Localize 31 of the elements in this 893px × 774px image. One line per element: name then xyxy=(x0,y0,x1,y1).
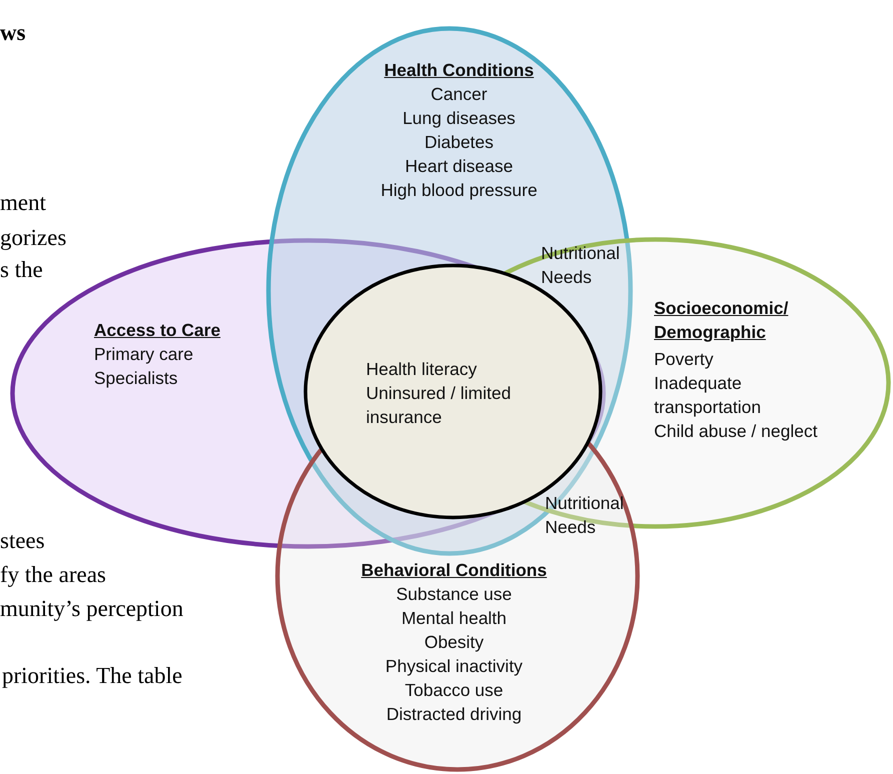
list-item: Specialists xyxy=(94,367,178,390)
list-item: Primary care xyxy=(94,343,194,366)
category-heading: Access to Care xyxy=(94,319,220,342)
list-item: Physical inactivity xyxy=(385,655,523,678)
list-item: High blood pressure xyxy=(380,179,538,202)
text-fragment: fy the areas xyxy=(0,561,106,589)
list-item: Distracted driving xyxy=(386,703,522,726)
list-item: Health literacy xyxy=(366,358,477,381)
text-fragment: priorities. The table xyxy=(2,662,182,690)
text-fragment: gorizes xyxy=(0,224,66,252)
overlap-label: Nutritional Needs xyxy=(545,492,625,539)
list-item: Obesity xyxy=(424,631,484,654)
list-item: Inadequate transportation xyxy=(654,372,762,419)
list-item: Diabetes xyxy=(424,131,494,154)
text-fragment: s the xyxy=(0,256,43,284)
list-item: Substance use xyxy=(396,583,512,606)
text-fragment: ws xyxy=(0,19,26,47)
text-fragment: munity’s perception xyxy=(0,595,184,623)
list-item: Mental health xyxy=(401,607,507,630)
list-item: Lung diseases xyxy=(402,107,516,130)
list-item: Tobacco use xyxy=(404,679,504,702)
text-fragment: ment xyxy=(0,189,46,217)
list-item: Child abuse / neglect xyxy=(654,420,818,443)
list-item: Heart disease xyxy=(405,155,513,178)
category-heading: Behavioral Conditions xyxy=(361,559,547,582)
list-item: Poverty xyxy=(654,348,714,371)
text-fragment: stees xyxy=(0,527,45,555)
list-item: Uninsured / limited insurance xyxy=(366,382,512,429)
list-item: Cancer xyxy=(430,83,488,106)
category-heading: Socioeconomic/ Demographic xyxy=(654,297,790,344)
category-heading: Health Conditions xyxy=(384,59,534,82)
